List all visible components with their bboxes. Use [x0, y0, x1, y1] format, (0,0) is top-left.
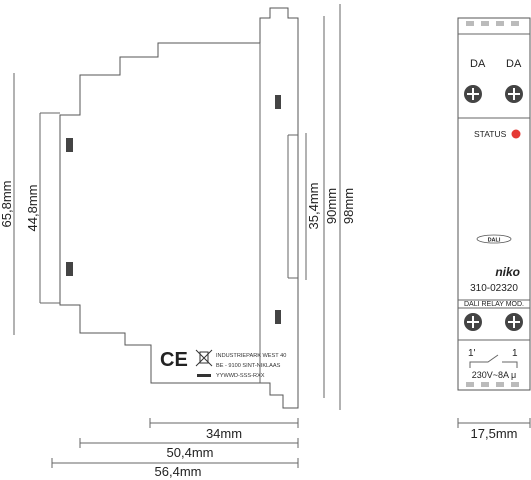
- screw-terminal-bottom-left-icon: [464, 313, 482, 331]
- contact-label-right: 1: [512, 348, 518, 359]
- vertical-dimensions: 65,8mm 44,8mm 35,4mm 90mm 98mm: [0, 4, 356, 410]
- module-name: DALI RELAY MOD.: [464, 301, 524, 308]
- relay-contact-symbol: [469, 354, 518, 368]
- latch-top-left: [66, 138, 73, 152]
- dimension-65-8: 65,8mm: [0, 181, 14, 228]
- dimension-35-4: 35,4mm: [306, 183, 321, 230]
- horizontal-dimensions: 34mm 50,4mm 56,4mm 17,5mm: [51, 418, 531, 479]
- brand-logo: niko: [495, 265, 520, 279]
- dimension-17-5: 17,5mm: [471, 426, 518, 441]
- front-housing: [457, 17, 531, 391]
- dali-logo: DALI: [476, 234, 512, 244]
- dimension-90: 90mm: [324, 188, 339, 224]
- code-line: YYWWD-SSS-RXX: [216, 373, 265, 379]
- din-rail-clip: [287, 134, 298, 279]
- dimension-56-4: 56,4mm: [155, 464, 202, 479]
- contact-label-left: 1': [468, 348, 476, 359]
- screw-terminal-top-right-icon: [505, 85, 523, 103]
- dimension-34: 34mm: [206, 426, 242, 441]
- side-view: CE INDUSTRIEPARK WEST 40 BE - 9100 SINT-…: [59, 7, 299, 409]
- status-label: STATUS: [474, 129, 507, 139]
- bottom-notches: [466, 382, 519, 387]
- latch-bottom-left: [66, 262, 73, 276]
- address-line-1: INDUSTRIEPARK WEST 40: [216, 353, 286, 359]
- svg-text:DALI: DALI: [488, 238, 501, 244]
- side-view-housing: [59, 7, 299, 409]
- address-line-2: BE - 9100 SINT-NIKLAAS: [216, 363, 281, 369]
- latch-bottom-right: [275, 310, 281, 324]
- dimension-44-8: 44,8mm: [25, 185, 40, 232]
- front-view: DA DA STATUS DALI niko 310-02320 DALI RE…: [457, 17, 531, 391]
- screw-terminal-bottom-right-icon: [505, 313, 523, 331]
- status-led-icon: [511, 129, 521, 139]
- ce-mark: CE: [160, 349, 188, 371]
- screw-terminal-top-left-icon: [464, 85, 482, 103]
- dimension-98: 98mm: [341, 188, 356, 224]
- dimension-50-4: 50,4mm: [167, 445, 214, 460]
- rating-label: 230V~8A μ: [472, 370, 516, 380]
- latch-top-right: [275, 95, 281, 109]
- top-notches: [466, 21, 519, 26]
- wee-bin-icon: [195, 349, 213, 377]
- terminal-label-da-left: DA: [470, 58, 486, 70]
- product-number: 310-02320: [470, 283, 518, 294]
- terminal-label-da-right: DA: [506, 58, 522, 70]
